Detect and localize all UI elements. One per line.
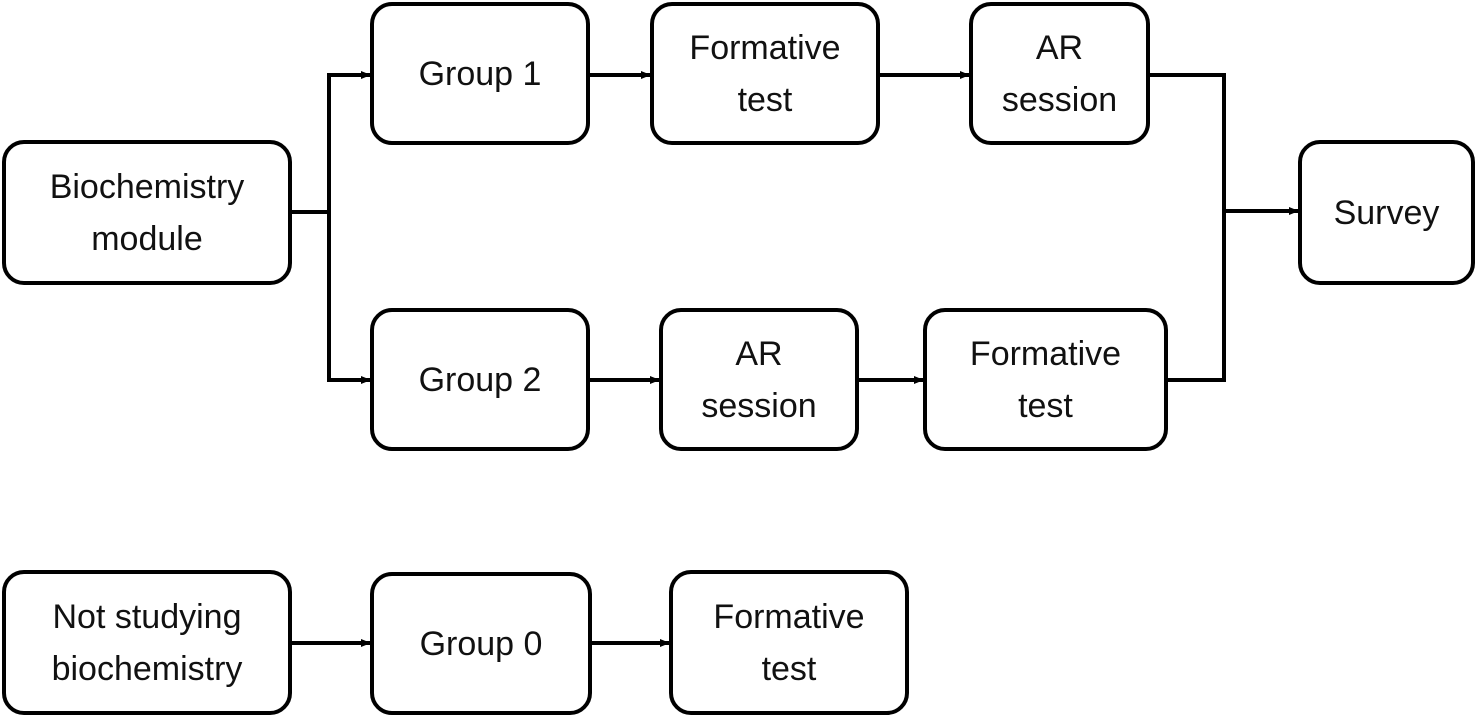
- node-label-line: Biochemistry: [49, 167, 245, 206]
- node-label: Group 2: [418, 360, 542, 399]
- node-label-line: AR: [1035, 28, 1084, 67]
- node-label-line: AR: [735, 334, 783, 373]
- edge-biochem-to-group2: [327, 212, 371, 384]
- node-label-line: biochemistry: [51, 649, 243, 688]
- edge-biochem-to-group1: [327, 71, 371, 212]
- edge-formative-to-survey-join: [1166, 211, 1226, 382]
- node-label-line: Formative: [689, 28, 841, 67]
- node-label-line: module: [91, 219, 203, 258]
- node-label: Group 0: [419, 624, 543, 663]
- node-not-studying-biochemistry: Not studying biochemistry: [2, 570, 292, 715]
- node-label-line: test: [761, 649, 817, 688]
- node-label-line: Not studying: [52, 597, 242, 636]
- node-group-2: Group 2: [370, 308, 590, 451]
- node-biochemistry-module: Biochemistry module: [2, 140, 292, 285]
- node-label-line: test: [1018, 386, 1073, 425]
- node-label-line: test: [737, 80, 793, 119]
- node-label-line: session: [1001, 80, 1118, 119]
- node-label-line: session: [701, 386, 817, 425]
- node-group0-formative-test: Formative test: [669, 570, 909, 715]
- node-survey: Survey: [1298, 140, 1475, 285]
- edge-ar-to-survey-join: [1148, 73, 1226, 211]
- node-group-1: Group 1: [370, 2, 590, 145]
- node-label: Group 1: [418, 54, 542, 93]
- node-label: Survey: [1333, 193, 1440, 232]
- node-group2-formative-test: Formative test: [923, 308, 1168, 451]
- node-group2-ar-session: AR session: [659, 308, 859, 451]
- node-label-line: Formative: [969, 334, 1122, 373]
- node-group1-formative-test: Formative test: [650, 2, 880, 145]
- node-group1-ar-session: AR session: [969, 2, 1150, 145]
- node-group-0: Group 0: [370, 572, 592, 715]
- node-label-line: Formative: [713, 597, 865, 636]
